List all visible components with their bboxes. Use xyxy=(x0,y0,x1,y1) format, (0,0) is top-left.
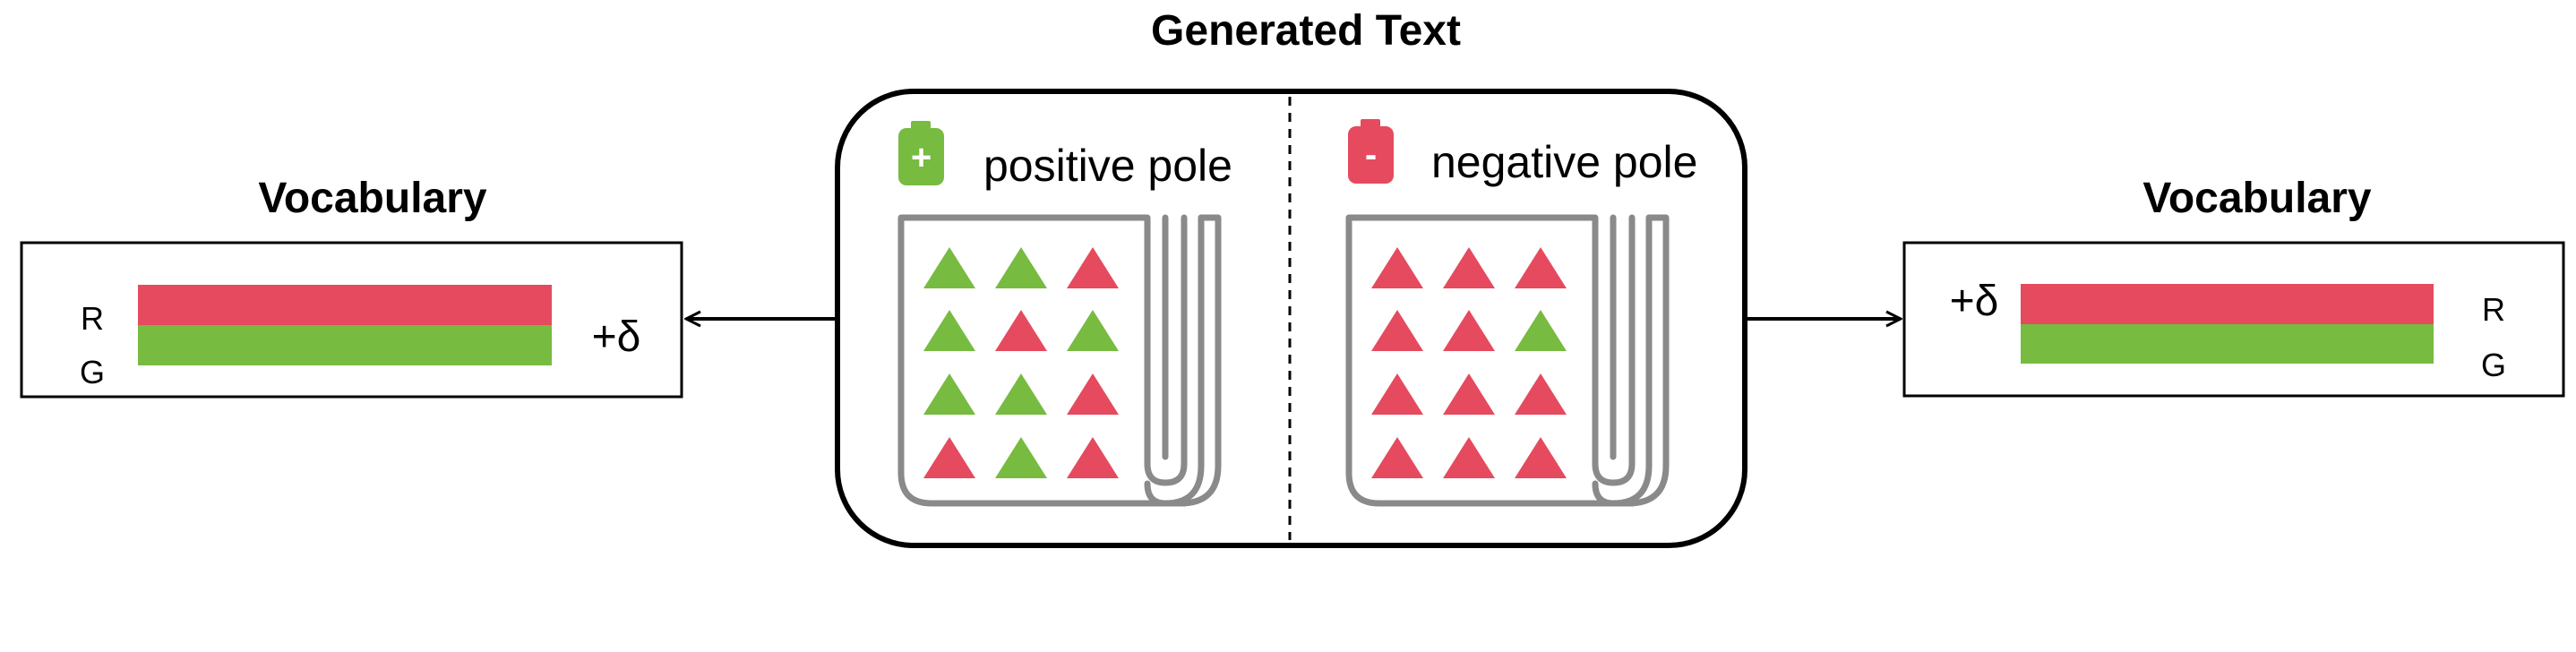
right-delta-label: +δ xyxy=(1950,278,1999,325)
negative-book-icon xyxy=(1345,214,1670,507)
positive-triangle-green xyxy=(995,247,1047,288)
positive-triangle-green xyxy=(923,373,975,415)
left-g-label: G xyxy=(80,354,105,390)
generated-text-container xyxy=(835,89,1747,548)
positive-triangle-green xyxy=(995,437,1047,478)
left-vocabulary-heading: Vocabulary xyxy=(258,175,487,222)
positive-triangle-green xyxy=(995,373,1047,415)
negative-triangle-red xyxy=(1371,437,1423,478)
svg-text:-: - xyxy=(1365,135,1377,175)
positive-pole-label: positive pole xyxy=(983,141,1232,191)
negative-triangle-red xyxy=(1371,247,1423,288)
positive-triangle-green xyxy=(1067,310,1119,351)
negative-triangle-red xyxy=(1443,437,1495,478)
positive-triangle-red xyxy=(1067,437,1119,478)
right-r-label: R xyxy=(2482,291,2505,328)
negative-triangle-red xyxy=(1371,373,1423,415)
battery-plus-icon: + xyxy=(898,121,944,185)
svg-text:+: + xyxy=(911,138,932,177)
right-green-bar xyxy=(2021,324,2434,364)
positive-triangle-green xyxy=(923,310,975,351)
positive-triangle-red xyxy=(995,310,1047,351)
positive-triangle-grid xyxy=(923,247,1119,478)
right-vocabulary-heading: Vocabulary xyxy=(2142,175,2372,222)
right-g-label: G xyxy=(2481,347,2506,383)
negative-triangle-red xyxy=(1443,247,1495,288)
positive-book-icon xyxy=(897,214,1222,507)
battery-minus-icon: - xyxy=(1348,119,1394,184)
negative-triangle-red xyxy=(1515,247,1567,288)
negative-triangle-grid xyxy=(1371,247,1567,478)
negative-pole-label: negative pole xyxy=(1431,137,1697,187)
left-red-bar xyxy=(138,285,552,325)
negative-triangle-red xyxy=(1371,310,1423,351)
positive-triangle-red xyxy=(1067,247,1119,288)
left-r-label: R xyxy=(81,300,104,337)
positive-triangle-red xyxy=(1067,373,1119,415)
diagram-title: Generated Text xyxy=(1151,7,1461,55)
left-delta-label: +δ xyxy=(592,313,641,361)
negative-triangle-red xyxy=(1443,373,1495,415)
negative-triangle-green xyxy=(1515,310,1567,351)
negative-triangle-red xyxy=(1515,373,1567,415)
positive-triangle-red xyxy=(923,437,975,478)
right-red-bar xyxy=(2021,284,2434,324)
negative-triangle-red xyxy=(1515,437,1567,478)
left-green-bar xyxy=(138,325,552,365)
positive-triangle-green xyxy=(923,247,975,288)
negative-triangle-red xyxy=(1443,310,1495,351)
